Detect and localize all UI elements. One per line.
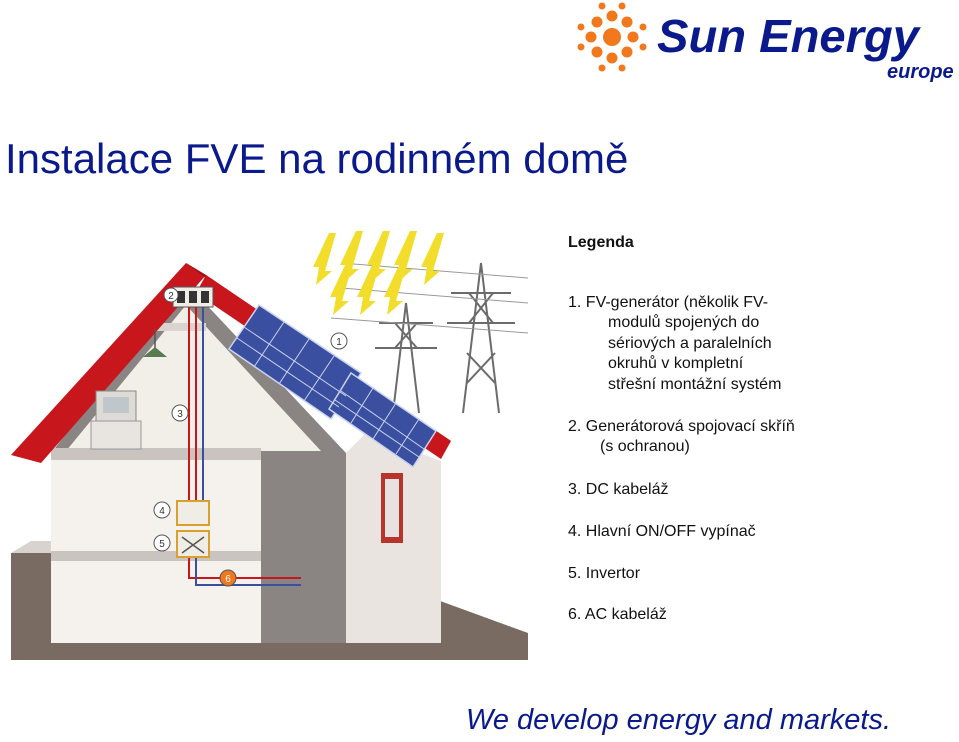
tagline: We develop energy and markets. [466,704,892,736]
marker-4: 4 [159,506,165,517]
roof-left [11,263,206,463]
power-pylons [330,262,528,414]
sun-rays [313,231,444,315]
legend-item-4: 4. Hlavní ON/OFF vypínač [568,523,756,540]
sun-energy-logo: Sun Energy europe [577,2,954,82]
switch-box [176,500,210,526]
marker-3: 3 [177,409,183,420]
inverter-box [176,530,210,558]
legend-item-1-line-4: okruhů v kompletní [608,355,744,372]
legend-item-1-line-2: modulů spojených do [608,314,760,331]
logo-wordmark: Sun Energy [657,10,921,62]
legend-item-5: 5. Invertor [568,565,641,582]
logo-subtitle: europe [887,61,954,82]
legend-item-1-line-5: střešní montážní systém [608,376,782,393]
marker-6: 6 [225,574,231,585]
house-pv-illustration: 1 2 3 4 5 6 [11,223,528,660]
legend-item-1-line-3: sériových a paralelních [608,335,772,352]
marker-1: 1 [336,337,342,348]
pv-panels [227,303,438,469]
page-title: Instalace FVE na rodinném domě [5,135,629,182]
legend-item-2-line-1: 2. Generátorová spojovací skříň [568,418,795,435]
figure-markers: 1 2 3 4 5 6 [153,287,348,587]
legend-item-2-line-2: (s ochranou) [600,438,690,455]
legend-item-6: 6. AC kabeláž [568,606,667,623]
marker-5: 5 [159,539,165,550]
legend-item-3: 3. DC kabeláž [568,481,669,498]
sun-icon [577,2,647,72]
legend-item-1-line-1: 1. FV-generátor (několik FV- [568,294,769,311]
marker-2: 2 [168,291,174,302]
legend-title: Legenda [568,234,634,251]
dc-cables [188,307,197,503]
